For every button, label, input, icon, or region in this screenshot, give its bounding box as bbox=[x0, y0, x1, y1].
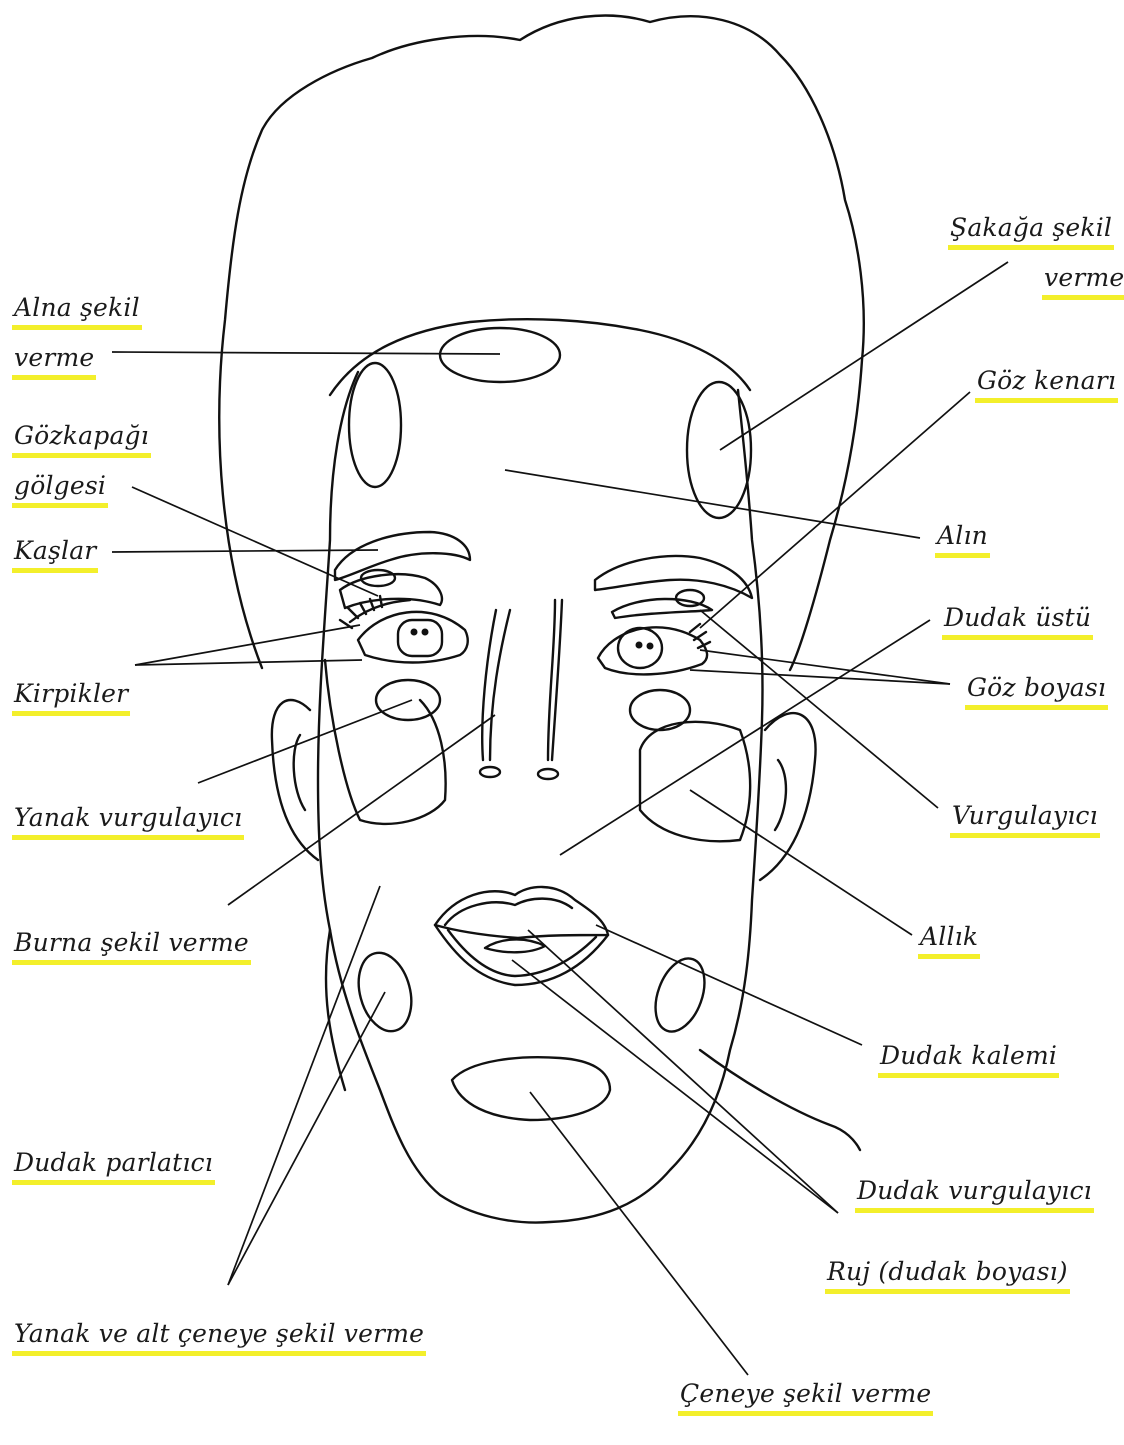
neck-line bbox=[700, 1050, 860, 1150]
right-ear-inner bbox=[775, 760, 786, 830]
leader-burna bbox=[228, 715, 495, 905]
leader-vurgulayici bbox=[700, 610, 938, 808]
leader-allik bbox=[690, 790, 912, 935]
leader-gozkapagi bbox=[132, 487, 378, 596]
label-allik: Allık bbox=[918, 921, 980, 959]
hair-outline bbox=[219, 16, 863, 670]
label-gozkapagi-golgesi: Gözkapağı gölgesi bbox=[12, 420, 151, 508]
label-dudak-kalemi: Dudak kalemi bbox=[878, 1040, 1059, 1078]
right-jaw-shape bbox=[646, 952, 713, 1038]
leader-dudak-vurgulayici bbox=[528, 930, 838, 1213]
right-eyelid-shadow bbox=[612, 599, 712, 618]
label-ceneye-sekil-verme: Çeneye şekil verme bbox=[678, 1378, 933, 1416]
leader-yanak-alt-2 bbox=[228, 992, 385, 1285]
right-blush-shape bbox=[640, 722, 750, 841]
left-eyebrow bbox=[335, 532, 470, 580]
left-nostril bbox=[480, 767, 500, 777]
leader-ruj bbox=[512, 960, 838, 1213]
nose-right-line bbox=[548, 600, 562, 760]
leader-kirpikler-1 bbox=[135, 625, 360, 665]
label-dudak-ustu: Dudak üstü bbox=[942, 602, 1093, 640]
right-eyebrow bbox=[595, 556, 752, 598]
label-alin: Alın bbox=[935, 520, 990, 558]
right-eye bbox=[598, 627, 707, 674]
label-yanak-vurgulayici: Yanak vurgulayıcı bbox=[12, 802, 244, 840]
leader-ceneye bbox=[530, 1092, 748, 1375]
lip-highlight bbox=[485, 939, 545, 952]
label-dudak-parlatici: Dudak parlatıcı bbox=[12, 1147, 215, 1185]
label-alna-sekil-verme: Alna şekil verme bbox=[12, 292, 142, 380]
label-goz-kenari: Göz kenarı bbox=[975, 365, 1118, 403]
leader-yanak-vurgulayici bbox=[198, 700, 412, 783]
hairline bbox=[330, 319, 750, 395]
left-temple-shape bbox=[349, 363, 401, 487]
leader-goz-boyasi-1 bbox=[700, 650, 950, 684]
leader-dudak-ustu bbox=[560, 620, 930, 855]
leader-goz-boyasi-2 bbox=[690, 670, 950, 684]
left-ear-inner bbox=[294, 735, 305, 810]
leader-kirpikler-2 bbox=[135, 660, 362, 665]
label-burna-sekil-verme: Burna şekil verme bbox=[12, 927, 251, 965]
leader-goz-kenari bbox=[700, 392, 970, 628]
label-ruj: Ruj (dudak boyası) bbox=[825, 1256, 1070, 1294]
leader-alna bbox=[112, 352, 500, 354]
label-kirpikler: Kirpikler bbox=[12, 678, 130, 716]
right-cheek-highlight bbox=[630, 690, 690, 730]
left-iris bbox=[398, 620, 442, 656]
forehead-shape bbox=[440, 328, 560, 382]
label-kaslar: Kaşlar bbox=[12, 535, 98, 573]
label-dudak-vurgulayici: Dudak vurgulayıcı bbox=[855, 1175, 1094, 1213]
right-nostril bbox=[538, 769, 558, 779]
leader-dudak-kalemi bbox=[596, 925, 862, 1045]
label-sakaga-sekil-verme: Şakağa şekil verme bbox=[948, 212, 1124, 300]
right-ear bbox=[760, 713, 816, 880]
nose-left-line bbox=[482, 610, 510, 760]
upper-lip-inner bbox=[445, 899, 572, 925]
left-cheek-highlight bbox=[376, 680, 440, 720]
right-temple-shape bbox=[687, 382, 751, 518]
label-yanak-alt-ceneye: Yanak ve alt çeneye şekil verme bbox=[12, 1318, 426, 1356]
label-goz-boyasi: Göz boyası bbox=[965, 672, 1108, 710]
chin-shape bbox=[452, 1057, 610, 1120]
leader-alin bbox=[505, 470, 920, 538]
label-vurgulayici: Vurgulayıcı bbox=[950, 800, 1100, 838]
leader-kaslar bbox=[112, 550, 378, 552]
